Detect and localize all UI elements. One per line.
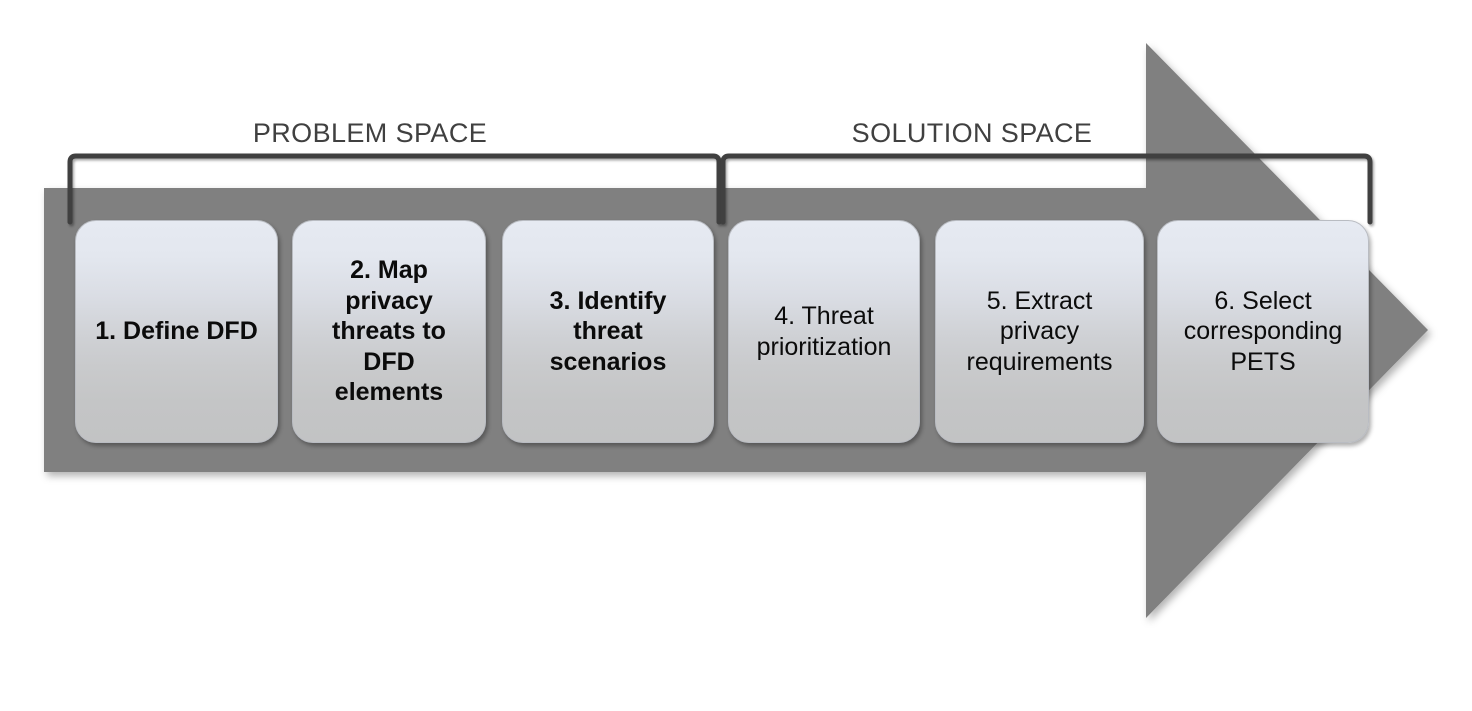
bracket-label-problem-space: PROBLEM SPACE: [252, 118, 488, 148]
step-box-5[interactable]: 5. Extract privacy requirements: [935, 220, 1144, 443]
step-box-6[interactable]: 6. Select corresponding PETS: [1157, 220, 1369, 443]
step-box-1[interactable]: 1. Define DFD: [75, 220, 278, 443]
bracket-problem-space: [67, 153, 722, 225]
bracket-solution-space: [720, 153, 1373, 225]
step-label-3: 3. Identify threat scenarios: [549, 286, 667, 376]
step-label-4: 4. Threat prioritization: [756, 302, 892, 361]
step-label-6: 6. Select corresponding PETS: [1183, 286, 1343, 376]
bracket-label-solution-space: SOLUTION SPACE: [851, 118, 1093, 148]
step-label-2: 2. Map privacy threats to DFD elements: [332, 256, 446, 407]
step-box-3[interactable]: 3. Identify threat scenarios: [502, 220, 714, 443]
step-label-1: 1. Define DFD: [95, 317, 258, 346]
step-label-5: 5. Extract privacy requirements: [966, 286, 1113, 376]
step-box-2[interactable]: 2. Map privacy threats to DFD elements: [292, 220, 486, 443]
step-box-4[interactable]: 4. Threat prioritization: [728, 220, 920, 443]
